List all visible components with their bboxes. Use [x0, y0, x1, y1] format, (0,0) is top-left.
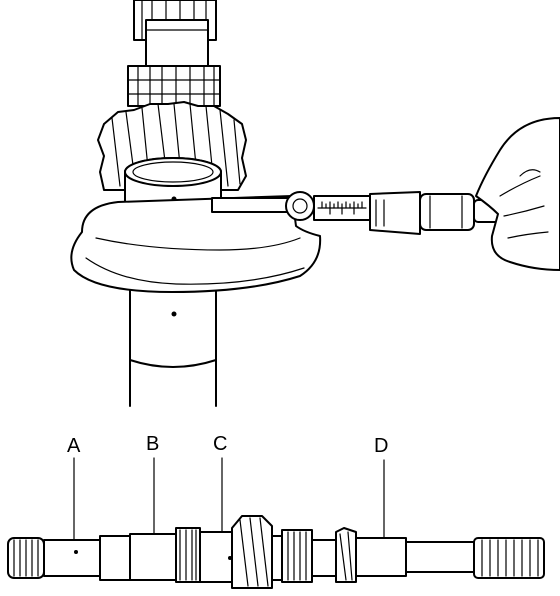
label-c: C — [213, 433, 227, 455]
label-d: D — [374, 435, 388, 457]
label-b: B — [146, 433, 159, 455]
label-a: A — [67, 435, 81, 457]
full-shaft — [7, 515, 545, 589]
splined-hub — [127, 65, 221, 107]
leader-lines — [73, 457, 385, 541]
hand — [475, 117, 560, 271]
micrometer-thimble — [369, 191, 421, 235]
top-gear — [133, 0, 217, 67]
lower-shaft — [129, 279, 217, 407]
micrometer-ratchet — [419, 193, 475, 231]
micrometer — [70, 191, 511, 293]
